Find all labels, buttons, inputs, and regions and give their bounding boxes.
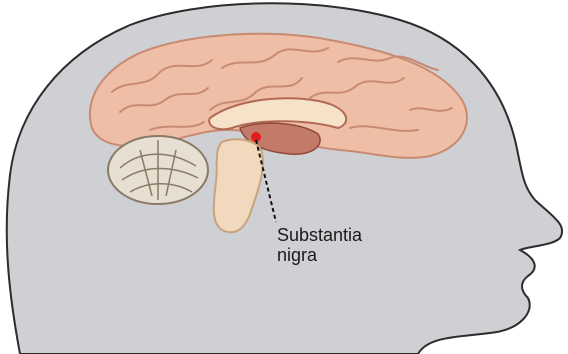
label-substantia: Substantia xyxy=(277,225,362,245)
label-nigra: nigra xyxy=(277,245,317,265)
